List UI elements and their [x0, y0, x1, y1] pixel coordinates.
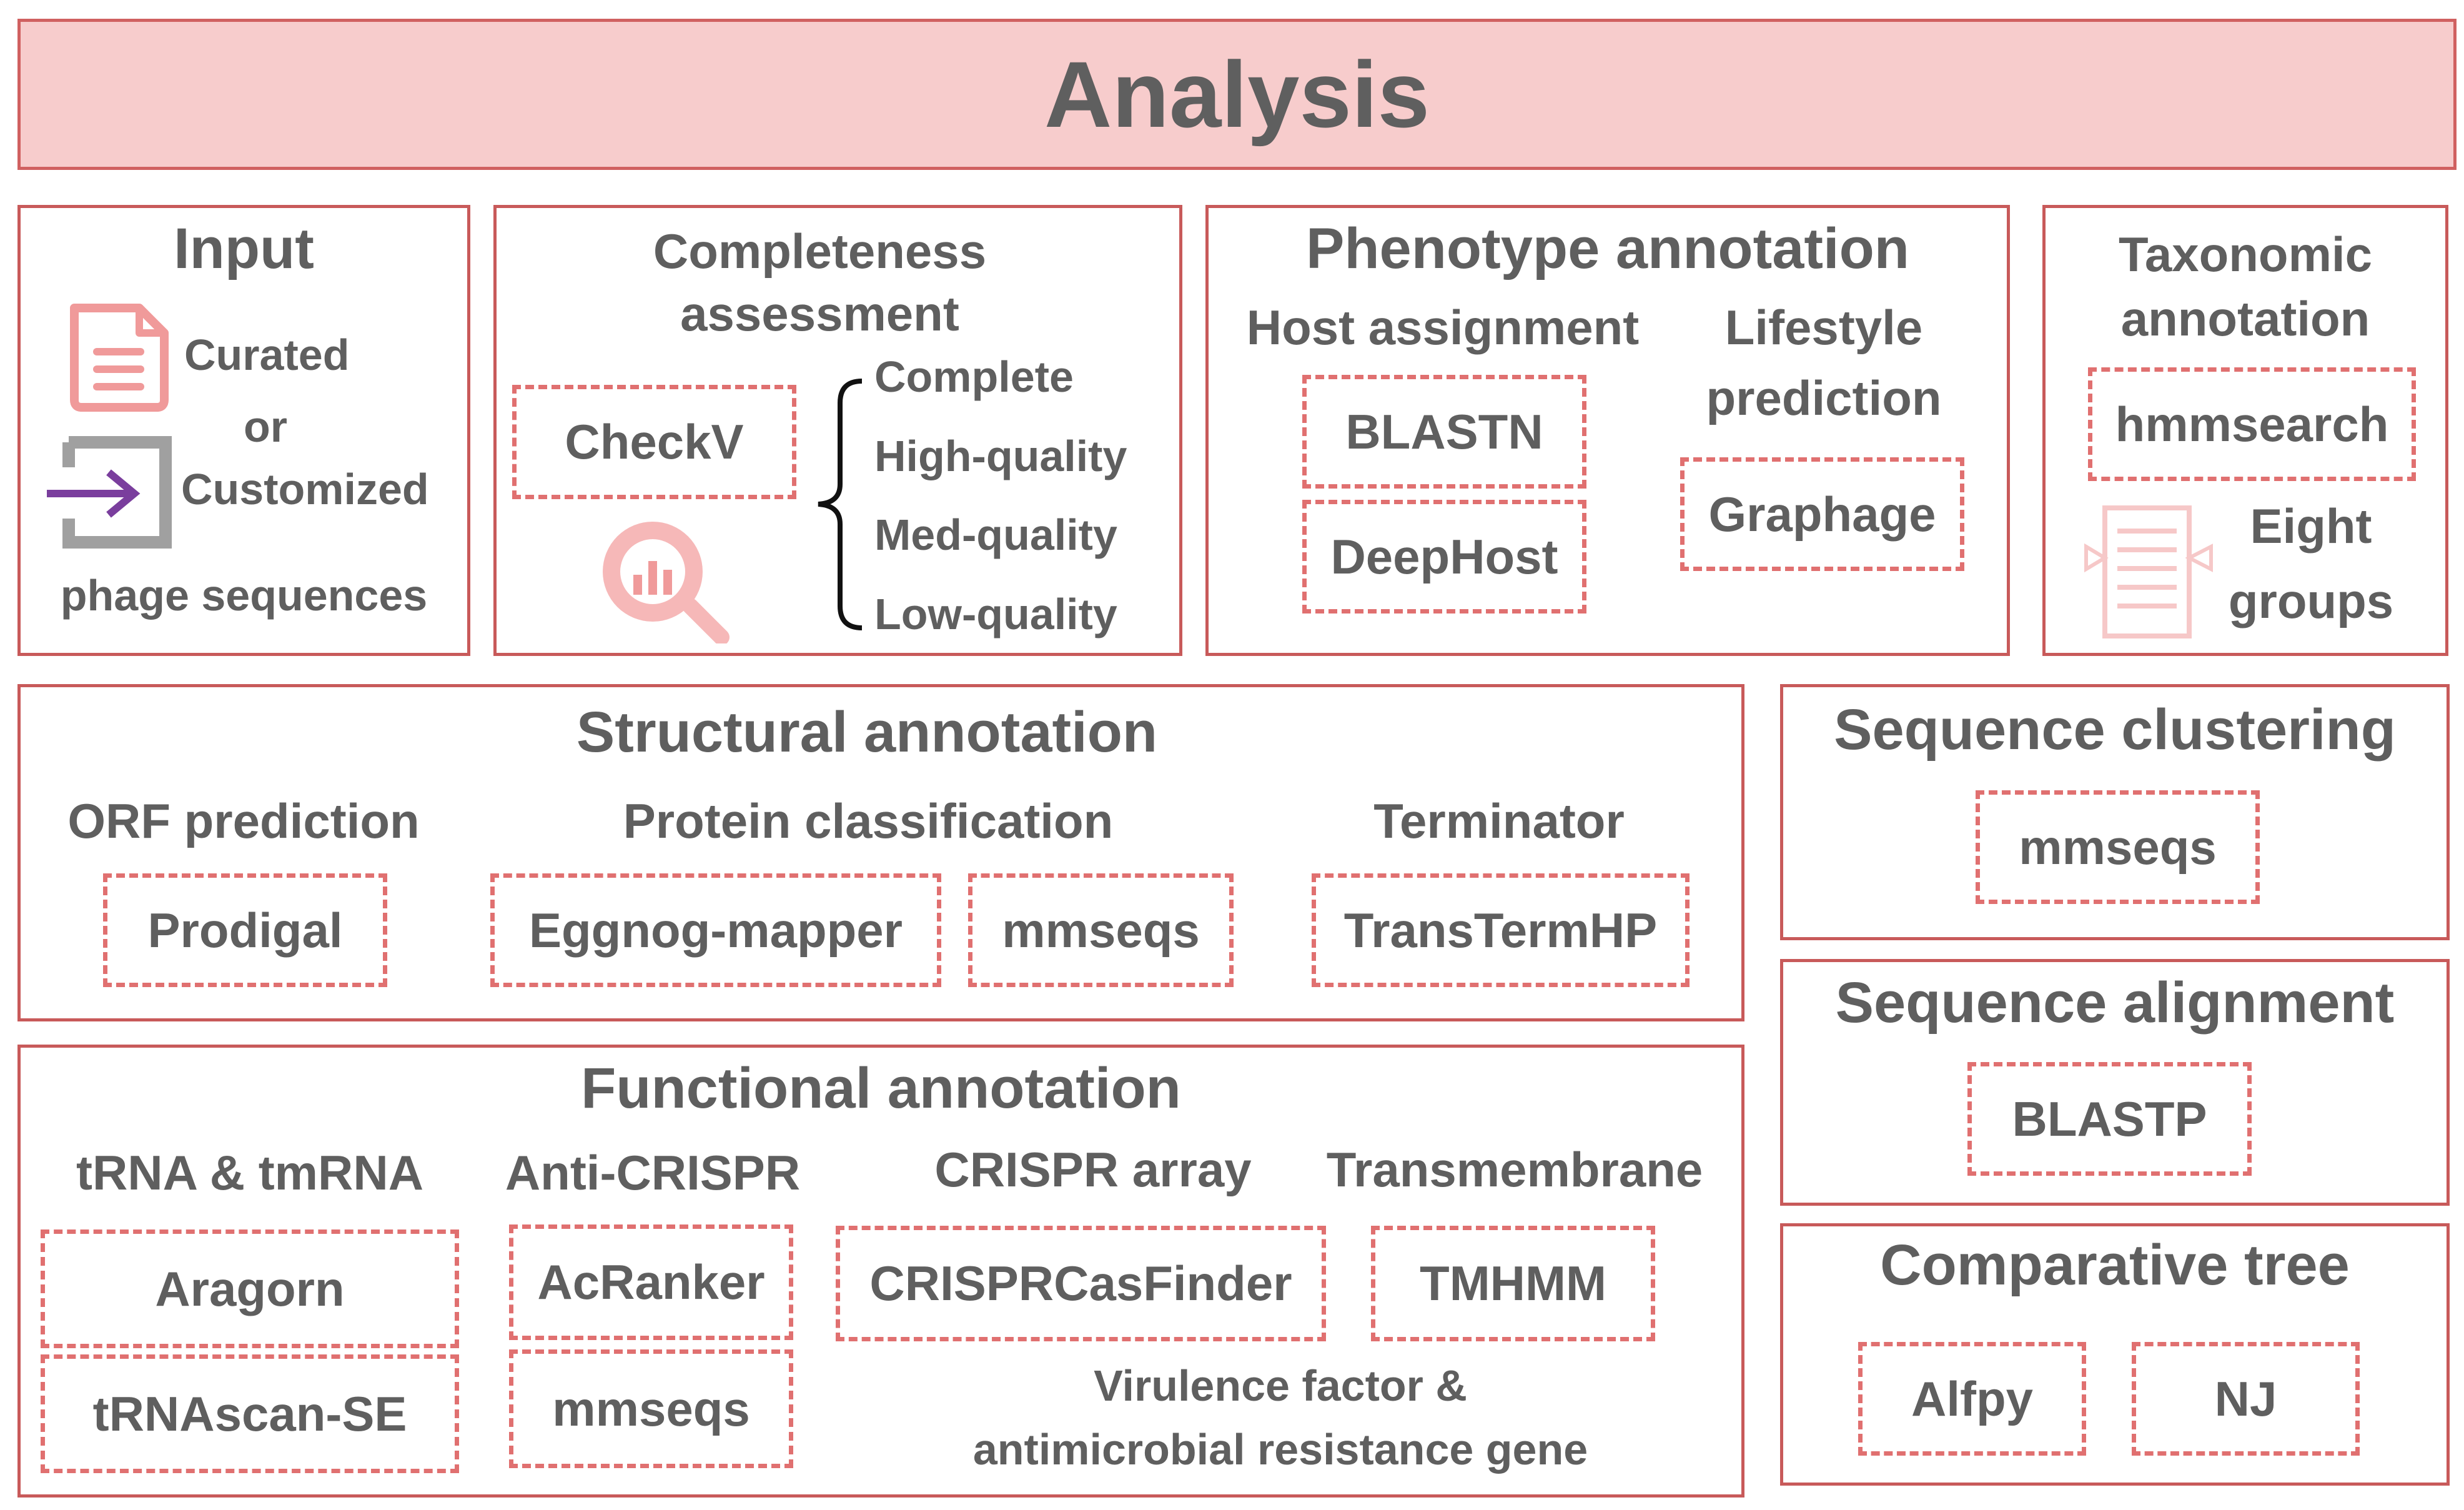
crisprcasfinder-tool-box: CRISPRCasFinder [836, 1226, 1326, 1341]
aragorn-tool-box: Aragorn [41, 1229, 459, 1348]
functional-panel [17, 1045, 1744, 1498]
blastn-tool-box: BLASTN [1302, 375, 1586, 489]
anti-crispr-label: Anti-CRISPR [505, 1145, 801, 1200]
blastp-label: BLASTP [2012, 1091, 2207, 1146]
protein-classification-label: Protein classification [623, 793, 1114, 848]
mmseqs-protein-label: mmseqs [1002, 902, 1200, 958]
transtermhp-label: TransTermHP [1343, 902, 1658, 958]
deephost-label: DeepHost [1330, 529, 1558, 584]
prodigal-tool-box: Prodigal [103, 873, 387, 987]
taxonomic-panel [2042, 205, 2448, 656]
chart-magnifier-icon [603, 522, 730, 643]
graphage-label: Graphage [1708, 486, 1936, 542]
phenotype-panel [1205, 205, 2010, 656]
input-panel [17, 205, 470, 656]
trnascan-se-label: tRNAscan-SE [92, 1386, 407, 1441]
eight-groups-line1: Eight [2250, 499, 2372, 554]
lifestyle-label-line2: prediction [1706, 370, 1942, 425]
tree-panel [1780, 1223, 2450, 1486]
lifestyle-label-line1: Lifestyle [1724, 300, 1923, 355]
grouped-list-icon [2084, 505, 2213, 638]
structural-panel [17, 684, 1744, 1021]
trna-tmrna-label: tRNA & tmRNA [76, 1145, 424, 1200]
nj-label: NJ [2214, 1371, 2277, 1426]
eggnog-mapper-tool-box: Eggnog-mapper [490, 873, 941, 987]
crisprcasfinder-label: CRISPRCasFinder [869, 1256, 1292, 1311]
input-footer-label: phage sequences [60, 571, 428, 620]
taxonomic-title-line2: annotation [2120, 291, 2370, 346]
taxonomic-title-line1: Taxonomic [2119, 227, 2372, 282]
hmmsearch-tool-box: hmmsearch [2088, 367, 2416, 481]
input-curated-label: Curated [184, 330, 350, 379]
blastp-tool-box: BLASTP [1967, 1062, 2252, 1176]
functional-title: Functional annotation [581, 1056, 1181, 1120]
virulence-label-line1: Virulence factor & [1094, 1361, 1467, 1410]
trnascan-se-tool-box: tRNAscan-SE [41, 1354, 459, 1473]
import-arrow-icon [47, 436, 172, 549]
host-assignment-label: Host assignment [1246, 300, 1640, 355]
mmseqs-acr-tool-box: mmseqs [509, 1349, 793, 1468]
level-complete: Complete [874, 352, 1074, 401]
completeness-title-line1: Completeness [653, 224, 987, 279]
eggnog-mapper-label: Eggnog-mapper [529, 902, 903, 958]
alignment-panel [1780, 959, 2450, 1206]
structural-title: Structural annotation [576, 700, 1158, 764]
alfpy-label: Alfpy [1911, 1371, 2033, 1426]
level-med-quality: Med-quality [874, 510, 1117, 559]
transtermhp-tool-box: TransTermHP [1312, 873, 1690, 987]
input-title: Input [174, 217, 314, 281]
level-low-quality: Low-quality [874, 590, 1117, 638]
clustering-panel [1780, 684, 2450, 940]
mmseqs-clustering-label: mmseqs [2019, 819, 2217, 875]
curly-brace-icon [818, 379, 863, 630]
tree-title: Comparative tree [1880, 1233, 2350, 1297]
hmmsearch-label: hmmsearch [2115, 396, 2389, 452]
alfpy-tool-box: Alfpy [1858, 1342, 2086, 1456]
tmhmm-tool-box: TMHMM [1371, 1226, 1655, 1341]
mmseqs-acr-label: mmseqs [552, 1381, 750, 1436]
document-icon [70, 304, 169, 412]
completeness-title-line2: assessment [680, 286, 959, 341]
checkv-label: CheckV [565, 414, 744, 469]
level-high-quality: High-quality [874, 432, 1127, 480]
deephost-tool-box: DeepHost [1302, 500, 1586, 613]
crispr-array-label: CRISPR array [934, 1142, 1252, 1197]
prodigal-label: Prodigal [147, 902, 343, 958]
alignment-title: Sequence alignment [1835, 971, 2395, 1035]
input-customized-label: Customized [181, 465, 429, 514]
virulence-label-line2: antimicrobial resistance gene [972, 1425, 1588, 1474]
acranker-label: AcRanker [537, 1254, 765, 1309]
orf-prediction-label: ORF prediction [67, 793, 420, 848]
graphage-tool-box: Graphage [1680, 457, 1964, 571]
checkv-tool-box: CheckV [512, 385, 796, 499]
mmseqs-protein-tool-box: mmseqs [968, 873, 1234, 987]
clustering-title: Sequence clustering [1834, 698, 2396, 762]
terminator-label: Terminator [1373, 793, 1625, 848]
blastn-label: BLASTN [1345, 404, 1543, 459]
input-or-label: or [244, 402, 287, 451]
transmembrane-label: Transmembrane [1326, 1142, 1703, 1197]
phenotype-title: Phenotype annotation [1306, 217, 1909, 281]
nj-tool-box: NJ [2132, 1342, 2360, 1456]
aragorn-label: Aragorn [155, 1261, 345, 1316]
eight-groups-line2: groups [2228, 574, 2394, 628]
page-title: Analysis [1044, 41, 1430, 147]
mmseqs-clustering-tool-box: mmseqs [1976, 790, 2260, 904]
acranker-tool-box: AcRanker [509, 1224, 793, 1340]
analysis-header: Analysis [17, 19, 2457, 170]
tmhmm-label: TMHMM [1420, 1256, 1606, 1311]
